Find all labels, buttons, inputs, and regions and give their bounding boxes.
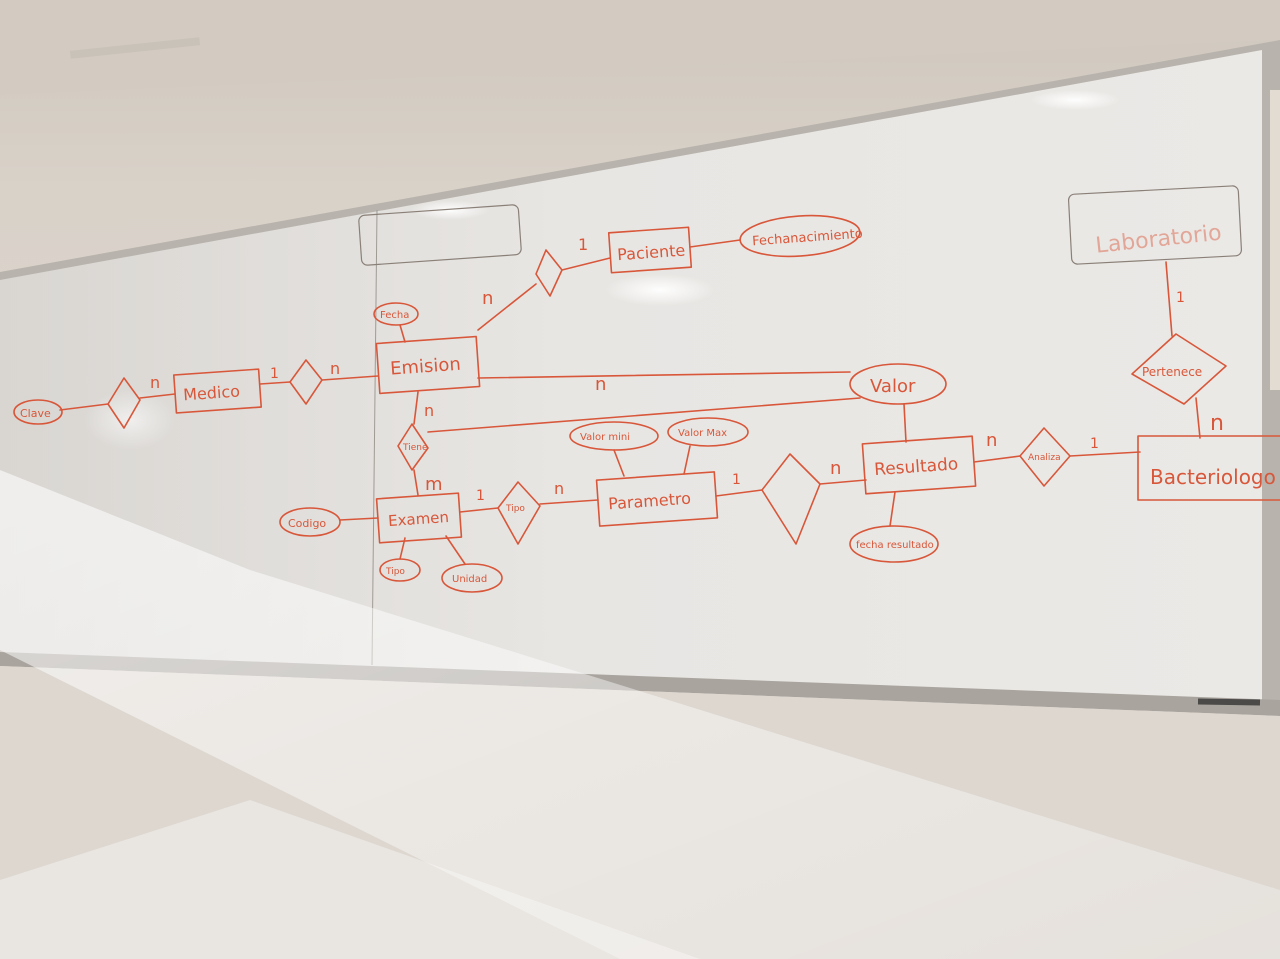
card-emision-n-down: n <box>424 401 434 420</box>
rel-diamond-medico-emision <box>289 359 323 405</box>
card-bacteriologo-one: 1 <box>1090 436 1099 452</box>
link <box>321 375 379 381</box>
card-emision-n-top: n <box>482 288 493 309</box>
link <box>1195 397 1201 439</box>
link <box>889 491 896 527</box>
rel-diamond-paciente <box>535 249 563 297</box>
attr-codigo-oval <box>279 507 341 537</box>
link <box>477 371 851 379</box>
link <box>399 537 406 560</box>
link <box>339 517 379 521</box>
card-parametro-n: n <box>554 479 564 498</box>
entity-examen: Examen <box>388 508 450 530</box>
attr-fecha-oval <box>373 302 419 326</box>
link <box>139 393 176 399</box>
entity-emision-box <box>375 335 481 395</box>
attr-valor-maximo: Valor Max <box>678 428 727 439</box>
marker <box>1197 698 1261 706</box>
attr-fecha-resultado: fecha resultado <box>856 540 934 551</box>
link <box>477 283 537 331</box>
link <box>399 324 406 343</box>
rel-analiza: Analiza <box>1028 453 1061 463</box>
link <box>973 455 1021 463</box>
card-resultado-n: n <box>830 458 841 479</box>
rel-tiene-diamond <box>397 423 429 471</box>
link <box>561 257 611 271</box>
link <box>539 499 599 505</box>
card-parametro-one: 1 <box>732 472 741 488</box>
rel-tipo: Tipo <box>505 504 525 514</box>
entity-examen-box <box>375 492 463 544</box>
rel-analiza-diamond <box>1019 427 1071 487</box>
attr-tipo-examen: Tipo <box>385 567 405 577</box>
link <box>427 397 861 433</box>
link <box>903 403 907 443</box>
glare-spot <box>85 390 175 450</box>
link <box>459 507 499 513</box>
link <box>1069 451 1141 457</box>
entity-resultado-box <box>861 435 977 495</box>
laboratorio-box <box>1067 185 1243 265</box>
attr-valor: Valor <box>870 376 916 397</box>
er-diagram: Paciente Fechanacimiento 1 n Emision Fec… <box>13 185 1280 593</box>
link <box>413 469 419 496</box>
link <box>259 381 291 385</box>
attr-clave: Clave <box>20 407 51 420</box>
attr-valor-minimo: Valor mini <box>580 432 630 443</box>
entity-bacteriologo: Bacteriologo <box>1150 465 1276 489</box>
board-crease <box>371 209 378 666</box>
rel-diamond-left <box>107 377 141 429</box>
glare-spot <box>605 274 715 306</box>
blank-box-top <box>358 204 522 266</box>
link <box>413 391 419 425</box>
entity-emision: Emision <box>389 354 461 380</box>
attr-clave-oval <box>13 399 63 425</box>
link <box>445 535 466 565</box>
rel-pertenece-diamond <box>1131 333 1227 405</box>
rel-diamond-parametro-resultado <box>761 453 821 545</box>
entity-bacteriologo-box <box>1137 435 1280 501</box>
sunlight-beam <box>0 470 1280 959</box>
card-medico-one: 1 <box>270 366 279 382</box>
entity-medico: Medico <box>183 381 241 404</box>
card-medico-n-left: n <box>150 373 160 392</box>
attr-fecha: Fecha <box>380 310 409 321</box>
card-emision-n-left: n <box>330 359 340 378</box>
card-examen-m: m <box>425 474 443 495</box>
link <box>59 403 109 411</box>
card-paciente-one: 1 <box>578 235 588 254</box>
entity-paciente: Paciente <box>617 241 686 265</box>
link <box>819 479 867 485</box>
wall-upper <box>0 0 1280 95</box>
attr-unidad-oval <box>441 563 503 593</box>
paper-poster <box>1270 90 1280 390</box>
card-bacteriologo-n: n <box>1210 411 1224 436</box>
entity-parametro-box <box>595 471 719 527</box>
whiteboard-surface <box>0 50 1262 706</box>
link <box>613 449 625 477</box>
link <box>715 489 763 497</box>
rel-pertenece: Pertenece <box>1142 365 1202 379</box>
link <box>1165 261 1173 337</box>
glare-spot <box>410 200 490 220</box>
glare-spot <box>1030 90 1120 110</box>
attr-valor-oval <box>849 363 947 405</box>
rel-tiene: Tiene <box>402 443 428 453</box>
link <box>683 445 691 475</box>
card-valor-n: n <box>595 374 606 395</box>
ceiling-vent <box>69 37 201 59</box>
attr-unidad: Unidad <box>452 574 487 585</box>
rel-tipo-diamond <box>497 481 541 545</box>
link <box>689 239 741 248</box>
attr-fecha-resultado-oval <box>849 525 939 563</box>
attr-valor-maximo-oval <box>667 417 749 447</box>
card-laboratorio-one: 1 <box>1176 290 1185 306</box>
card-resultado-n-right: n <box>986 430 997 451</box>
card-examen-one: 1 <box>476 488 485 504</box>
sunlight-beam-lower <box>0 800 700 959</box>
attr-codigo: Codigo <box>288 517 326 530</box>
